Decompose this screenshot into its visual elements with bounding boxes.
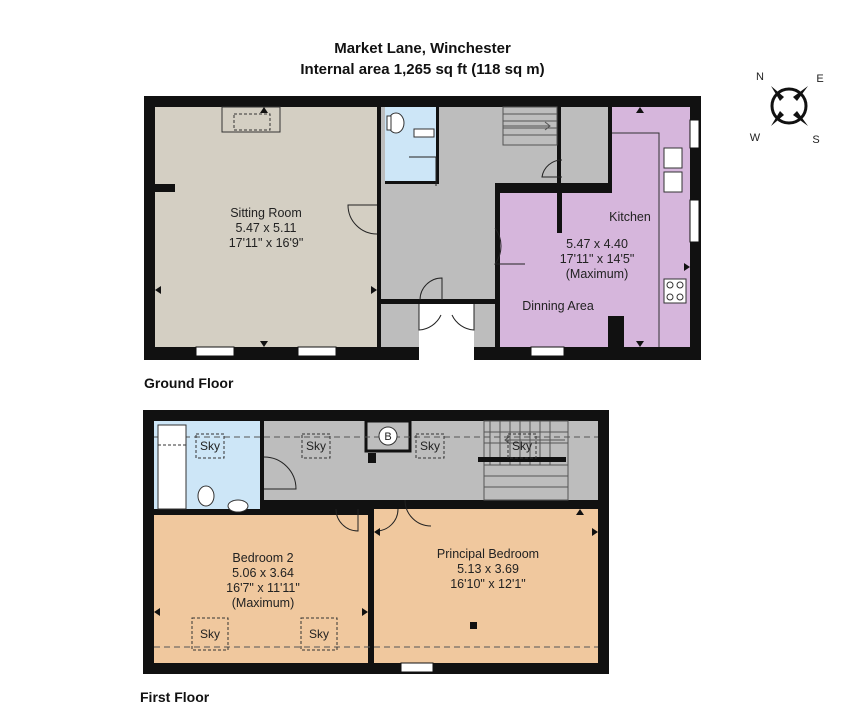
principal-bedroom-imperial: 16'10" x 12'1" xyxy=(450,577,526,591)
skylight-label: Sky xyxy=(200,627,220,641)
bedroom-2-name: Bedroom 2 xyxy=(232,551,293,565)
dining-pillar xyxy=(557,193,562,233)
sitting-room-wall xyxy=(377,107,381,347)
kitchen-west-wall xyxy=(495,188,500,347)
hallway-lower-area xyxy=(381,183,495,299)
skylight xyxy=(301,433,331,459)
stair-wall xyxy=(557,107,561,187)
first-floor-plan: Sky Sky Sky Sky Sky Sky B Bedroom 2 5.06… xyxy=(143,410,609,674)
sink-icon xyxy=(663,147,683,169)
kitchen-metric: 5.47 x 4.40 xyxy=(566,237,628,251)
kitchen-imperial: 17'11" x 14'5" xyxy=(560,252,635,266)
bath-icon xyxy=(157,424,187,510)
kitchen-name: Kitchen xyxy=(609,210,651,224)
skylight xyxy=(195,433,225,459)
toilet-icon xyxy=(197,485,215,507)
compass-rose: N E S W xyxy=(750,71,824,146)
wc-wall-bottom xyxy=(385,181,439,184)
bedroom-party-wall xyxy=(368,500,374,663)
kitchen-counter xyxy=(612,132,660,347)
compass-west: W xyxy=(750,132,761,144)
compass-north: N xyxy=(756,71,764,83)
sitting-room-imperial: 17'11" x 16'9" xyxy=(229,236,304,250)
stair-rail xyxy=(478,457,566,462)
fireplace xyxy=(221,106,281,133)
window xyxy=(689,199,700,243)
sink-icon xyxy=(227,499,249,513)
plan-title: Market Lane, Winchester xyxy=(334,40,511,57)
bedroom-2-imperial: 16'7" x 11'11" xyxy=(226,581,300,595)
principal-bedroom-metric: 5.13 x 3.69 xyxy=(457,562,519,576)
skylight-label: Sky xyxy=(512,439,532,453)
skylight-label: Sky xyxy=(309,627,329,641)
kitchen-partition xyxy=(608,107,612,193)
kitchen-note: (Maximum) xyxy=(566,267,629,281)
compass-east: E xyxy=(816,73,823,85)
skylight xyxy=(507,433,537,459)
boiler-label: B xyxy=(384,431,391,443)
hob-icon xyxy=(663,278,687,304)
staircase xyxy=(502,106,558,146)
window xyxy=(297,346,337,357)
bedroom-2-note: (Maximum) xyxy=(232,596,295,610)
drainer xyxy=(663,171,683,193)
bathroom-wall xyxy=(260,421,264,515)
skylight-label: Sky xyxy=(200,439,220,453)
sitting-room-metric: 5.47 x 5.11 xyxy=(236,221,297,235)
porch-wall xyxy=(377,300,498,304)
dining-area-name: Dinning Area xyxy=(522,299,594,313)
fireplace-hearth xyxy=(233,113,271,131)
skylight xyxy=(415,433,445,459)
first-floor-label: First Floor xyxy=(140,689,210,705)
stair-wall xyxy=(598,421,609,500)
ground-floor-plan: Sitting Room 5.47 x 5.11 17'11" x 16'9" … xyxy=(144,96,701,360)
boiler-icon xyxy=(378,426,398,446)
porch-right xyxy=(474,304,495,347)
kitchen-north-wall xyxy=(495,188,612,193)
bedroom-2-metric: 5.06 x 3.64 xyxy=(232,566,294,580)
kitchen-area xyxy=(612,107,690,347)
skylight-label: Sky xyxy=(420,439,440,453)
window xyxy=(689,119,700,149)
principal-bedroom-area xyxy=(374,509,598,663)
door-swings xyxy=(347,156,563,331)
wall-nib xyxy=(368,453,376,463)
plan-subtitle: Internal area 1,265 sq ft (118 sq m) xyxy=(300,61,545,78)
skylight xyxy=(191,617,229,651)
cistern xyxy=(386,115,392,131)
entrance-porch xyxy=(419,304,474,360)
kitchen-pillar xyxy=(608,316,624,347)
wc-wall xyxy=(436,107,439,183)
principal-bedroom-name: Principal Bedroom xyxy=(437,547,539,561)
sink-icon xyxy=(413,128,435,138)
ground-floor-label: Ground Floor xyxy=(144,375,234,391)
dimension-markers xyxy=(155,107,690,347)
sitting-room-area xyxy=(155,107,377,347)
window xyxy=(530,346,565,357)
compass-south: S xyxy=(812,134,819,146)
dimension-markers xyxy=(154,509,598,629)
window xyxy=(400,662,434,673)
skylight xyxy=(300,617,338,651)
bedroom-2-wall xyxy=(154,509,368,515)
window xyxy=(195,346,235,357)
principal-bedroom-wall xyxy=(374,500,598,509)
wall-nib xyxy=(155,184,175,192)
dining-area xyxy=(500,193,612,347)
sitting-room-name: Sitting Room xyxy=(230,206,302,220)
bedroom-2-area xyxy=(154,515,368,663)
skylight-label: Sky xyxy=(306,439,326,453)
porch-left xyxy=(381,304,419,347)
